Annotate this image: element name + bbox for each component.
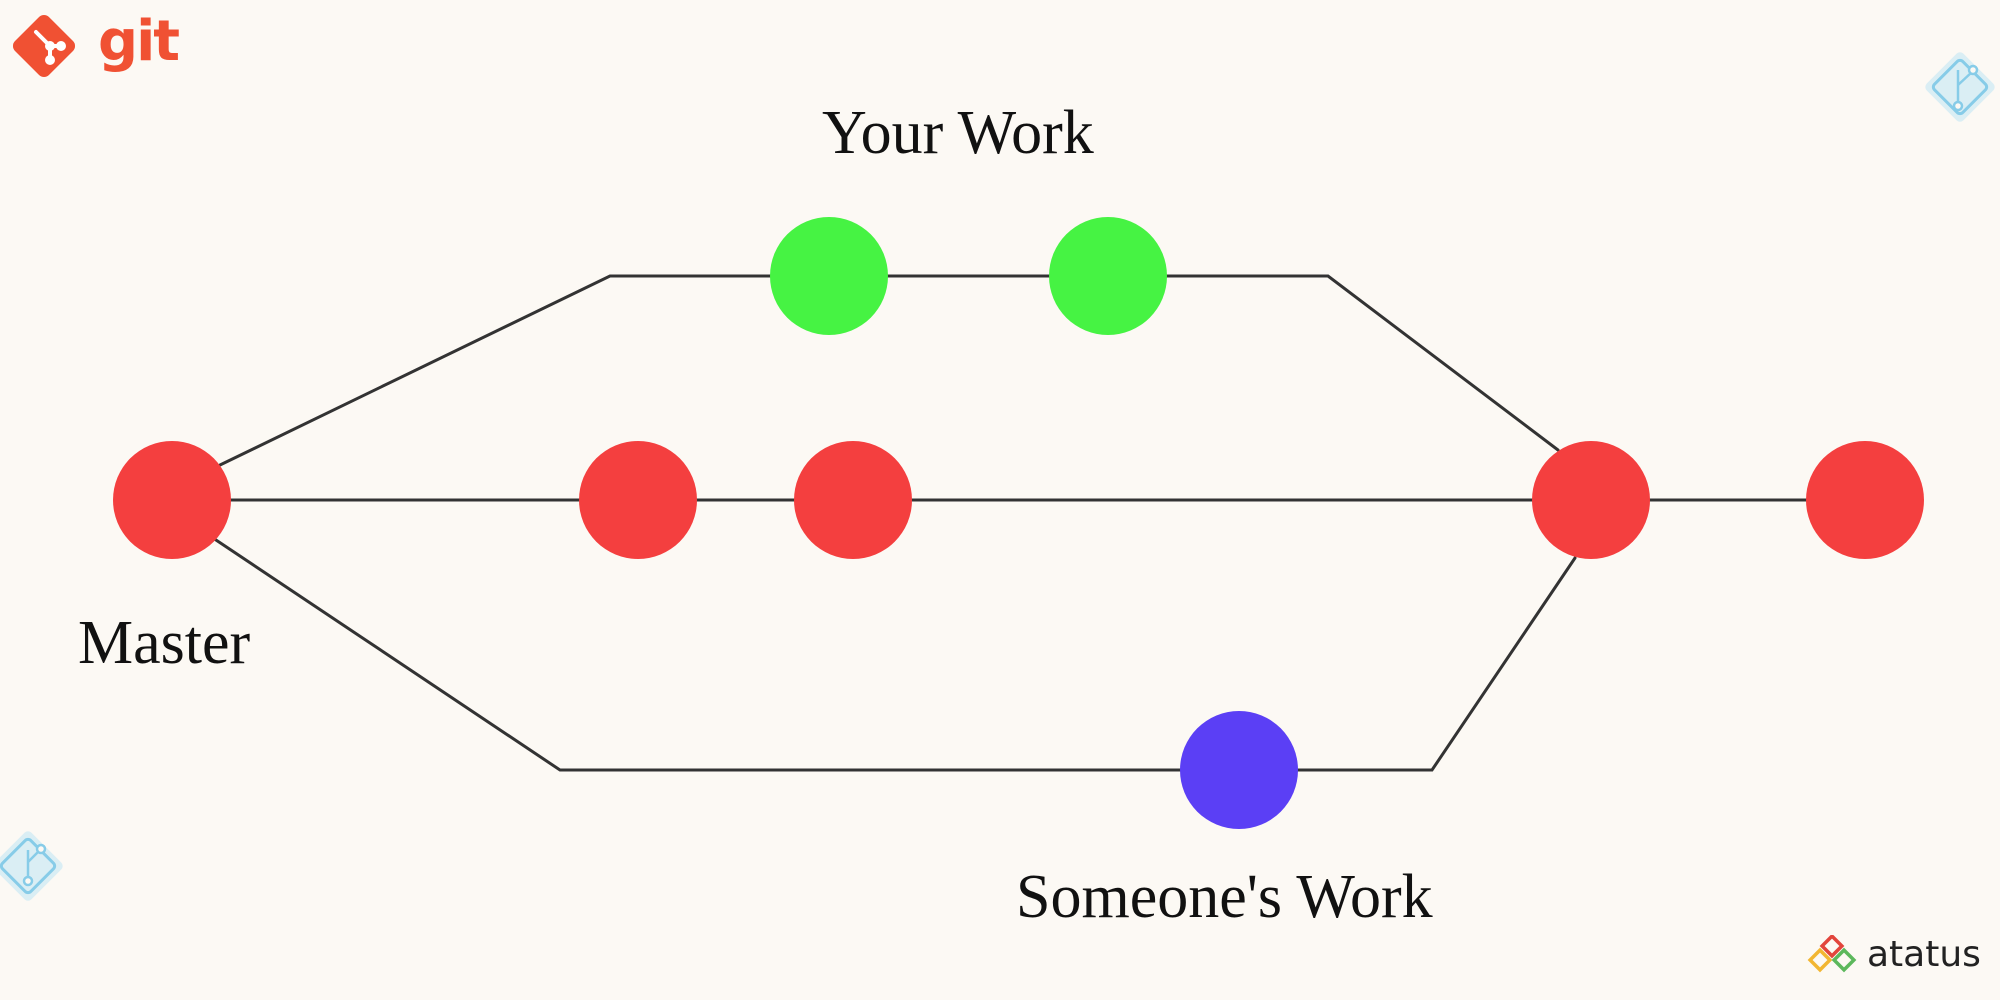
git-branch-decor-icon xyxy=(1925,52,1995,122)
atatus-logo-icon xyxy=(1807,935,1857,973)
atatus-wordmark: atatus xyxy=(1867,934,1981,975)
master-commit xyxy=(1806,441,1924,559)
master-commit xyxy=(579,441,697,559)
git-branch-decor-icon xyxy=(0,831,63,901)
your-work-commit xyxy=(1049,217,1167,335)
master-commit xyxy=(794,441,912,559)
your-work-label: Your Work xyxy=(822,99,1094,167)
master-label: Master xyxy=(78,609,251,677)
someones-work-commit xyxy=(1180,711,1298,829)
your-work-commit xyxy=(770,217,888,335)
master-commit xyxy=(113,441,231,559)
git-logo-icon xyxy=(12,14,76,78)
someones-work-branch-line xyxy=(211,536,1577,772)
your-work-branch-line xyxy=(218,274,1560,467)
atatus-logo: atatus xyxy=(1805,935,1995,985)
git-wordmark: git xyxy=(98,9,180,74)
git-logo: git xyxy=(10,12,180,82)
merge-commit xyxy=(1532,441,1650,559)
someones-work-label: Someone's Work xyxy=(1016,863,1433,931)
